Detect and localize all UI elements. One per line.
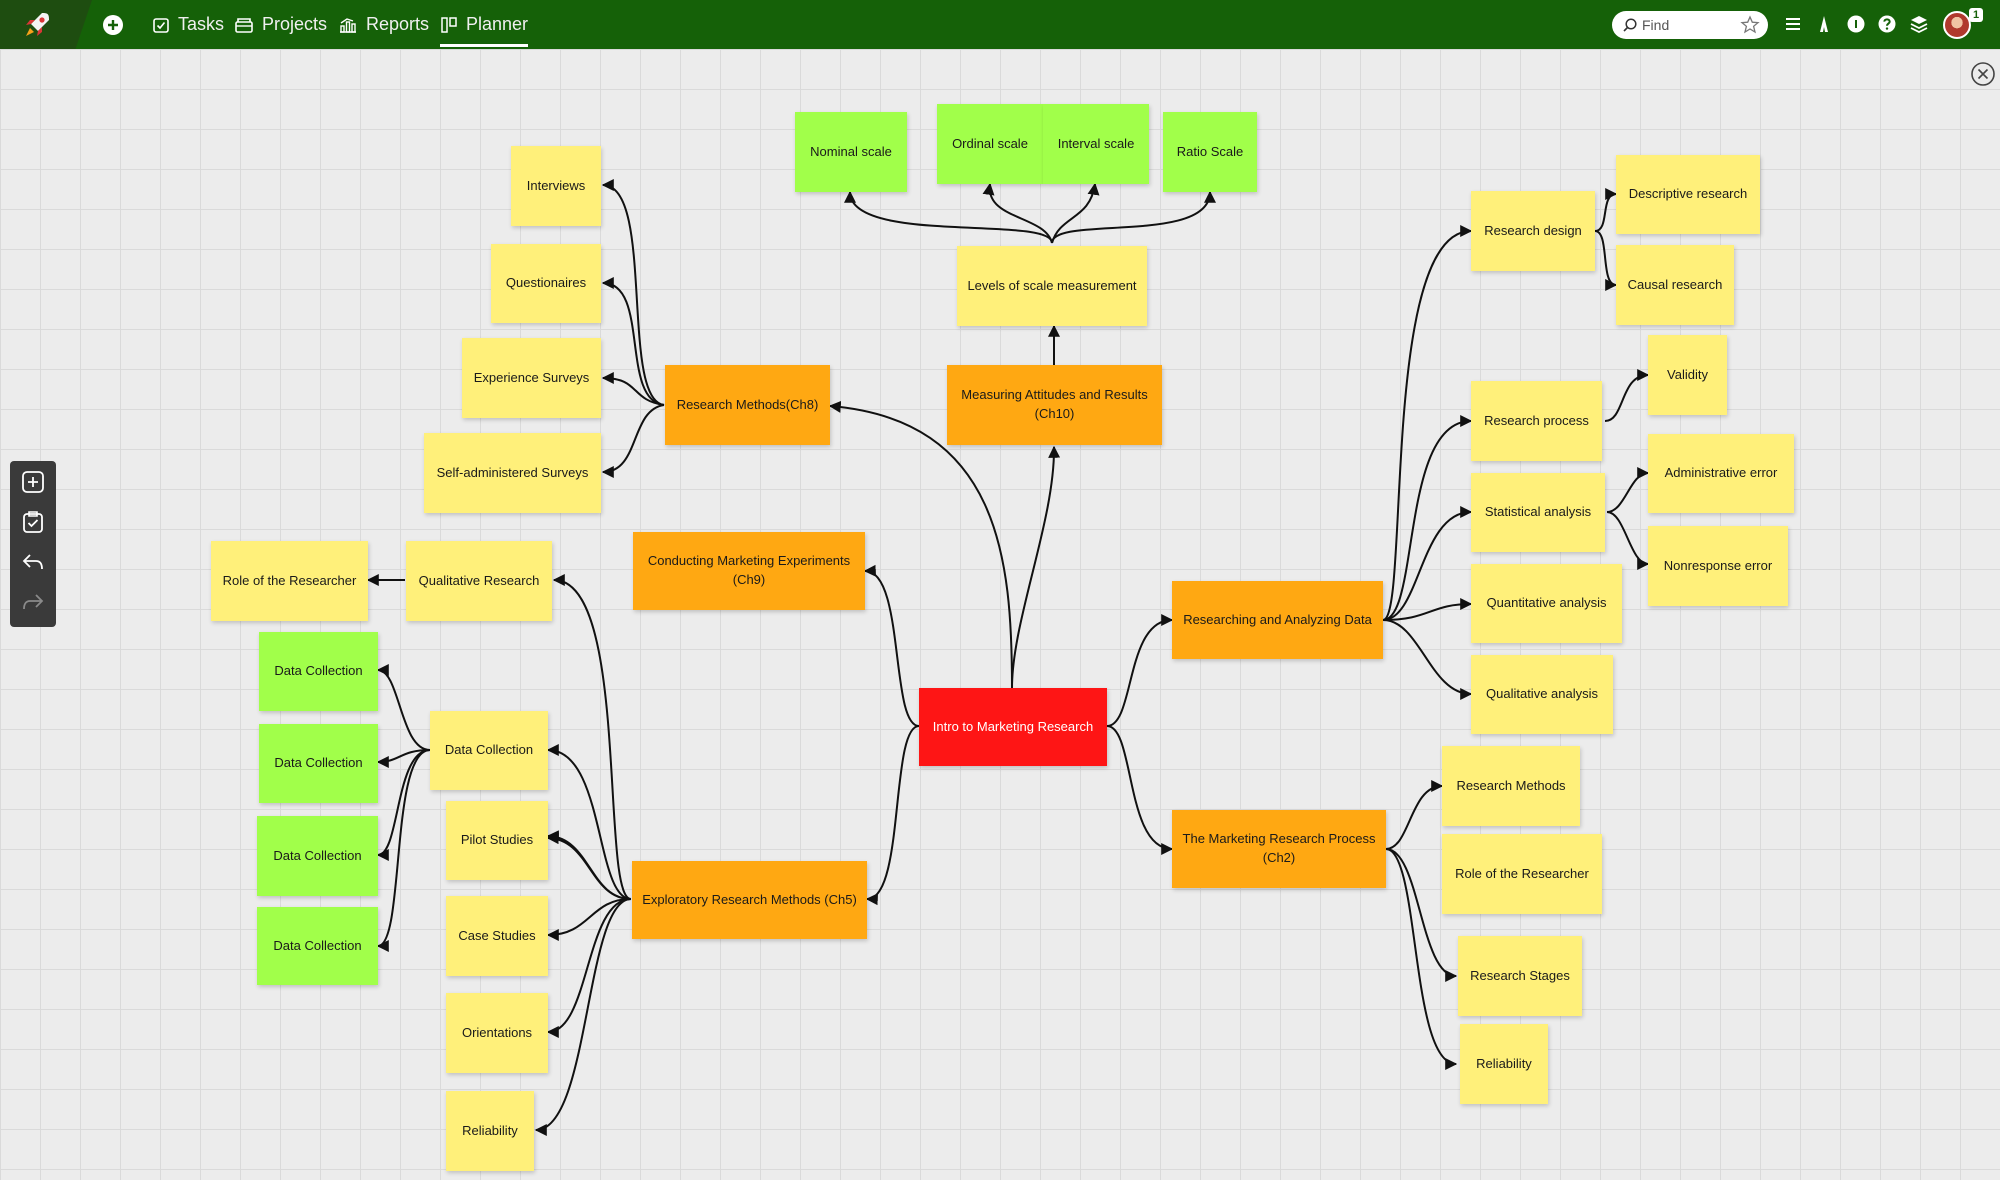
node-ratio-scale[interactable]: Ratio Scale xyxy=(1163,112,1257,192)
node-validity[interactable]: Validity xyxy=(1648,335,1727,415)
app-logo[interactable] xyxy=(0,0,92,49)
node-self-administered-surveys[interactable]: Self-administered Surveys xyxy=(424,433,601,513)
node-quantitative-analysis[interactable]: Quantitative analysis xyxy=(1471,564,1622,643)
task-checklist-icon[interactable] xyxy=(20,509,46,535)
node-marketing-experiments-ch9[interactable]: Conducting Marketing Experiments (Ch9) xyxy=(633,532,865,610)
redo-icon[interactable] xyxy=(20,589,46,615)
node-causal-research[interactable]: Causal research xyxy=(1616,245,1734,325)
nav-tasks[interactable]: Tasks xyxy=(152,0,224,49)
close-icon[interactable] xyxy=(1970,61,1996,87)
add-node-icon[interactable] xyxy=(20,469,46,495)
rocket-icon xyxy=(26,13,49,36)
node-data-collection-2[interactable]: Data Collection xyxy=(259,724,378,803)
node-ordinal-scale[interactable]: Ordinal scale xyxy=(937,104,1043,184)
node-reliability-left[interactable]: Reliability xyxy=(446,1091,534,1171)
node-role-of-researcher-left[interactable]: Role of the Researcher xyxy=(211,541,368,621)
node-data-collection-4[interactable]: Data Collection xyxy=(257,907,378,985)
reports-icon xyxy=(340,17,356,33)
node-marketing-research-process-ch2[interactable]: The Marketing Research Process (Ch2) xyxy=(1172,810,1386,888)
node-qualitative-research[interactable]: Qualitative Research xyxy=(406,541,552,621)
help-icon[interactable] xyxy=(1876,13,1898,35)
node-case-studies[interactable]: Case Studies xyxy=(446,896,548,976)
node-nonresponse-error[interactable]: Nonresponse error xyxy=(1648,526,1788,606)
undo-icon[interactable] xyxy=(20,549,46,575)
node-experience-surveys[interactable]: Experience Surveys xyxy=(462,338,601,418)
node-exploratory-research-ch5[interactable]: Exploratory Research Methods (Ch5) xyxy=(632,861,867,939)
node-research-process[interactable]: Research process xyxy=(1471,381,1602,461)
node-data-collection-3[interactable]: Data Collection xyxy=(257,816,378,896)
node-researching-analyzing[interactable]: Researching and Analyzing Data xyxy=(1172,581,1383,659)
node-research-methods-ch8[interactable]: Research Methods(Ch8) xyxy=(665,365,830,445)
nav-tasks-label: Tasks xyxy=(178,14,225,34)
search-input[interactable]: Find xyxy=(1642,17,1670,33)
node-data-collection-1[interactable]: Data Collection xyxy=(259,632,378,711)
nav-planner-label: Planner xyxy=(466,14,529,34)
add-new-icon[interactable] xyxy=(102,14,124,36)
node-research-methods-right[interactable]: Research Methods xyxy=(1442,746,1580,826)
node-interviews[interactable]: Interviews xyxy=(511,146,601,226)
search-icon xyxy=(1623,18,1637,32)
layers-icon[interactable] xyxy=(1908,13,1930,35)
star-icon[interactable] xyxy=(1740,15,1760,35)
node-orientations[interactable]: Orientations xyxy=(446,993,548,1073)
tasks-icon xyxy=(153,17,169,33)
top-navigation-bar: Tasks Projects Reports Planner Find xyxy=(0,0,2000,49)
workload-icon[interactable] xyxy=(1813,13,1835,35)
node-levels-scale[interactable]: Levels of scale measurement xyxy=(957,246,1147,326)
notification-badge: 1 xyxy=(1969,8,1983,22)
menu-icon[interactable] xyxy=(1782,13,1804,35)
planner-toolbar xyxy=(10,461,56,627)
projects-icon xyxy=(235,17,253,33)
nav-reports-label: Reports xyxy=(366,14,430,34)
node-qualitative-analysis[interactable]: Qualitative analysis xyxy=(1471,655,1613,734)
notifications-icon[interactable] xyxy=(1845,13,1867,35)
nav-projects[interactable]: Projects xyxy=(234,0,327,49)
node-interval-scale[interactable]: Interval scale xyxy=(1043,104,1149,184)
nav-reports[interactable]: Reports xyxy=(338,0,429,49)
node-measuring-attitudes-ch10[interactable]: Measuring Attitudes and Results (Ch10) xyxy=(947,365,1162,445)
user-avatar[interactable] xyxy=(1943,11,1971,39)
planner-icon xyxy=(441,16,457,33)
search-box[interactable]: Find xyxy=(1612,11,1768,39)
node-research-stages[interactable]: Research Stages xyxy=(1458,936,1582,1016)
node-research-design[interactable]: Research design xyxy=(1471,191,1595,271)
node-questionaires[interactable]: Questionaires xyxy=(491,244,601,323)
node-reliability-right[interactable]: Reliability xyxy=(1460,1024,1548,1104)
node-descriptive-research[interactable]: Descriptive research xyxy=(1616,155,1760,234)
node-administrative-error[interactable]: Administrative error xyxy=(1648,434,1794,513)
nav-projects-label: Projects xyxy=(262,14,328,34)
node-role-of-researcher-right[interactable]: Role of the Researcher xyxy=(1442,834,1602,914)
node-statistical-analysis[interactable]: Statistical analysis xyxy=(1471,473,1605,552)
nav-planner[interactable]: Planner xyxy=(440,0,529,49)
node-data-collection-main[interactable]: Data Collection xyxy=(430,711,548,790)
node-pilot-studies[interactable]: Pilot Studies xyxy=(446,801,548,880)
node-nominal-scale[interactable]: Nominal scale xyxy=(795,112,907,192)
node-root[interactable]: Intro to Marketing Research xyxy=(919,688,1107,766)
